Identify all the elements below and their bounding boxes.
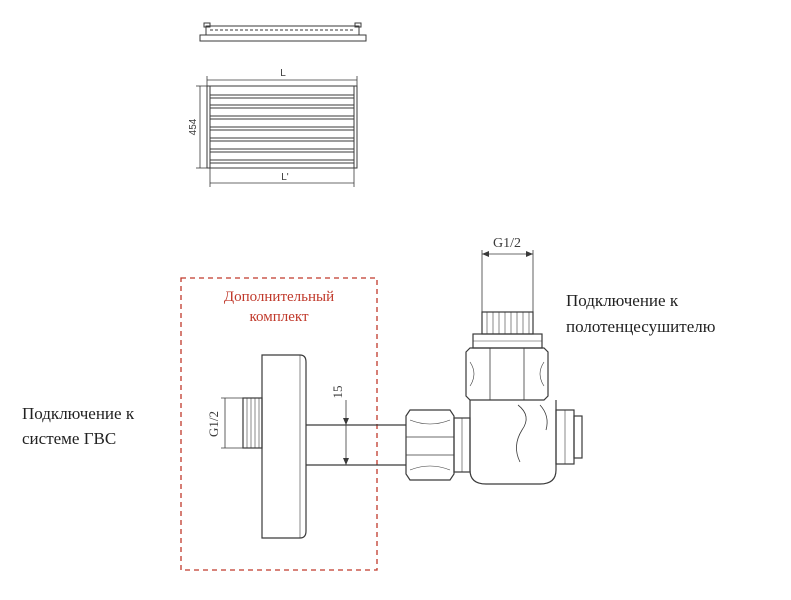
radiator-top-profile <box>199 22 367 42</box>
dimension-L-label: L <box>280 68 286 79</box>
wall-flange <box>242 354 406 539</box>
extra-kit-box <box>180 277 378 571</box>
extra-kit-label-line2: комплект <box>249 309 308 325</box>
dimension-15-label: 15 <box>330 386 345 399</box>
thread-top-dimension <box>481 250 534 312</box>
dimension-height-label: 454 <box>188 118 199 135</box>
angle-valve <box>405 311 583 485</box>
connect-hot-water-label-line2: системе ГВС <box>22 429 116 448</box>
thread-left-label: G1/2 <box>206 411 221 437</box>
dimension-15 <box>343 400 349 465</box>
dimension-L-inner <box>209 168 355 187</box>
dimension-L <box>206 76 358 86</box>
radiator-front-view <box>206 85 358 169</box>
thread-top-label: G1/2 <box>493 236 521 251</box>
thread-left-dimension <box>221 397 243 449</box>
connect-towel-label-line2: полотенцесушителю <box>566 317 716 336</box>
dimension-L-inner-label: L' <box>281 172 289 183</box>
extra-kit-label-line1: Дополнительный <box>224 289 334 305</box>
connect-hot-water-label-line1: Подключение к <box>22 404 135 423</box>
connect-towel-label-line1: Подключение к <box>566 291 679 310</box>
dimension-height <box>196 85 207 169</box>
